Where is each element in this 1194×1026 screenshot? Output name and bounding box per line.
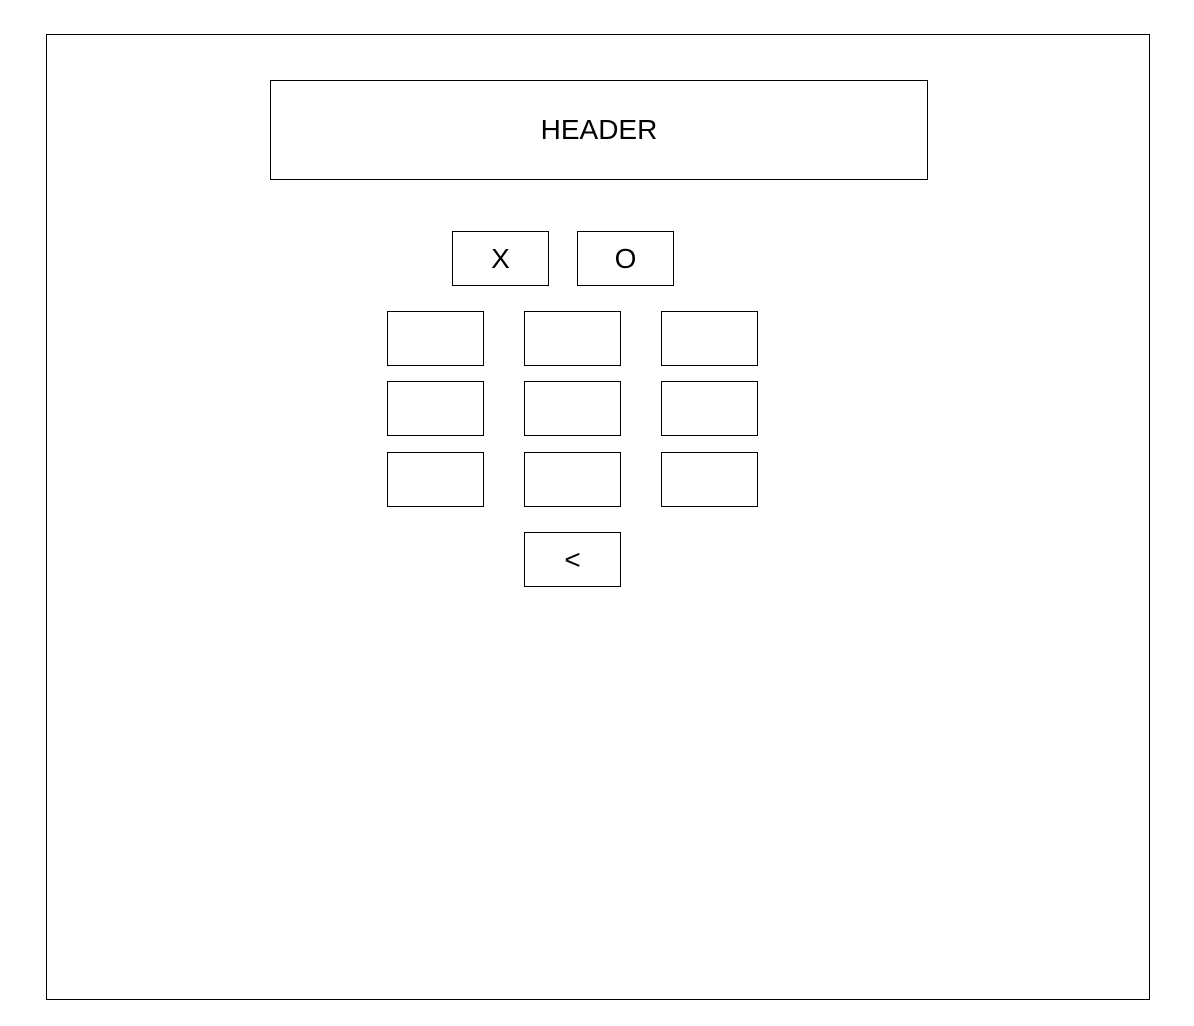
select-x-label: X [491,242,510,274]
board-cell-5[interactable] [524,381,621,436]
page-header: HEADER [270,80,928,180]
board-cell-7[interactable] [387,452,484,507]
back-label: < [564,543,581,575]
board-cell-9[interactable] [661,452,758,507]
board-cell-3[interactable] [661,311,758,366]
board-cell-1[interactable] [387,311,484,366]
select-x-button[interactable]: X [452,231,549,286]
select-o-label: O [614,242,637,274]
app-frame [46,34,1150,1000]
header-title: HEADER [540,114,658,145]
board-cell-8[interactable] [524,452,621,507]
board-cell-2[interactable] [524,311,621,366]
select-o-button[interactable]: O [577,231,674,286]
board-cell-4[interactable] [387,381,484,436]
board-cell-6[interactable] [661,381,758,436]
back-button[interactable]: < [524,532,621,587]
